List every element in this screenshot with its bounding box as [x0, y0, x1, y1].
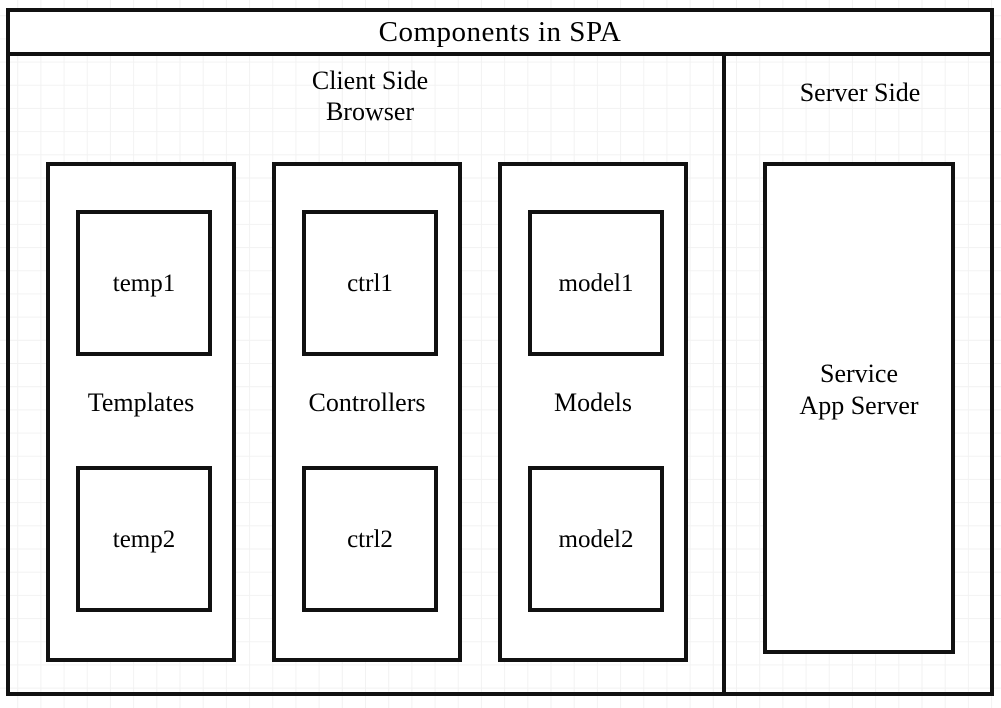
component-box-model2[interactable]: model2	[528, 466, 664, 612]
component-column-controllers[interactable]: ctrl1 Controllers ctrl2	[272, 162, 462, 662]
component-box-ctrl1-label: ctrl1	[347, 269, 393, 297]
component-box-temp2-label: temp2	[112, 525, 176, 553]
server-side-heading: Server Side	[799, 78, 921, 107]
component-box-model1-label: model1	[558, 269, 634, 297]
component-column-templates-label: Templates	[87, 388, 195, 417]
diagram-title: Components in SPA	[378, 15, 622, 48]
component-box-ctrl2[interactable]: ctrl2	[302, 466, 438, 612]
component-box-temp1-label: temp1	[112, 269, 176, 297]
component-column-models-label: Models	[554, 388, 632, 417]
component-column-controllers-label: Controllers	[308, 388, 426, 417]
component-box-temp2[interactable]: temp2	[76, 466, 212, 612]
client-server-divider	[722, 56, 726, 693]
component-box-temp1[interactable]: temp1	[76, 210, 212, 356]
component-box-model2-label: model2	[558, 525, 634, 553]
client-side-heading: Client Side Browser	[311, 66, 429, 126]
component-column-models[interactable]: model1 Models model2	[498, 162, 688, 662]
service-app-server-label: Service App Server	[799, 359, 919, 420]
component-box-ctrl1[interactable]: ctrl1	[302, 210, 438, 356]
diagram-title-bar: Components in SPA	[6, 8, 994, 56]
component-box-model1[interactable]: model1	[528, 210, 664, 356]
component-box-ctrl2-label: ctrl2	[347, 525, 393, 553]
service-app-server-box[interactable]: Service App Server	[763, 162, 955, 654]
component-column-templates[interactable]: temp1 Templates temp2	[46, 162, 236, 662]
